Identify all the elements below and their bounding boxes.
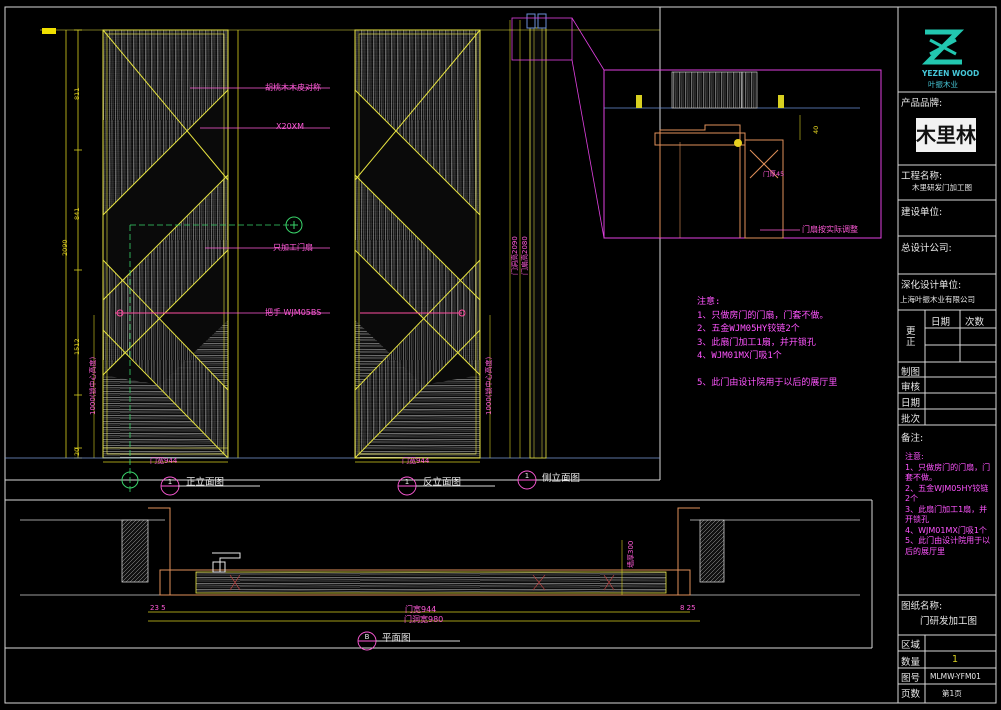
note-5: 5、此门由设计院用于以后的展厅里: [697, 377, 838, 388]
product-label: 产品品牌:: [901, 98, 943, 109]
drawing-no-label: 图号: [901, 673, 921, 684]
plan-view-num: B: [365, 633, 370, 641]
front-view-num: 1: [168, 478, 172, 486]
handle-label: 把手 WJM05BS: [265, 308, 322, 317]
project-value: 木里研发门加工图: [912, 183, 972, 192]
remarks-note-3: 3、此扇门加工1扇，并开锁孔: [905, 504, 988, 525]
revision-label: 更正: [906, 326, 916, 348]
note-4: 4、WJM01MX门吸1个: [697, 351, 782, 361]
notes-heading: 注意:: [697, 297, 721, 307]
remarks-note-5: 5、此门由设计院用于以后的展厅里: [905, 536, 991, 556]
qty-label: 数量: [901, 657, 921, 668]
drawing-name-label: 图纸名称:: [901, 601, 943, 612]
plan-thickness-label: 墙厚300: [627, 540, 635, 568]
qty-value: 1: [952, 654, 959, 665]
yezen-logo-icon: [921, 29, 965, 65]
review-label: 审核: [901, 382, 921, 393]
times-label: 次数: [965, 317, 985, 328]
note-1: 1、只做房门的门扇，门套不做。: [697, 310, 829, 321]
plan-door-width: 门宽944: [405, 605, 437, 614]
remarks-label: 备注:: [901, 433, 924, 444]
dim-plan-left: 23 5: [150, 604, 166, 612]
drawing-no-value: MLMW-YFM01: [930, 672, 981, 681]
dim-front-5: 20: [73, 447, 81, 456]
page-label: 页数: [901, 689, 921, 700]
dim-detail-1: 40: [812, 125, 820, 134]
lock-height-back: 1000(锁中心高度): [485, 356, 493, 415]
dim-front-1: 811: [73, 87, 81, 100]
detail-box: [603, 69, 882, 239]
veneer-label: 胡桃木木皮对称: [265, 83, 321, 92]
plan-view-title: 平面图: [382, 633, 411, 644]
remarks-note-4: 4、WJM01MX门吸1个: [905, 525, 987, 535]
dim-front-4: 1512: [73, 338, 81, 355]
logo-cn: 叶振木业: [928, 80, 958, 89]
brand-mark-icon: 木里林: [915, 118, 976, 152]
builder-label: 建设单位:: [901, 207, 943, 218]
logo-latin: YEZEN WOOD: [922, 69, 980, 78]
back-view-num: 1: [405, 478, 409, 486]
drawing-name-value: 门研发加工图: [920, 616, 978, 627]
detail-note: 门扇按实际调整: [802, 225, 858, 234]
date2-label: 日期: [901, 398, 921, 409]
note-3: 3、此扇门加工1扇，并开锁孔: [697, 337, 816, 348]
side-view-num: 1: [525, 472, 529, 480]
side-elevation: [40, 13, 660, 459]
designer-label: 总设计公司:: [901, 243, 952, 254]
project-label: 工程名称:: [901, 171, 943, 182]
side-a-label: 门扇高2080: [521, 236, 529, 275]
plan-hole-width: 门洞宽980: [404, 615, 444, 624]
side-view-title: 侧立面图: [542, 473, 581, 484]
back-elevation: [354, 29, 491, 463]
door-hole-label: 门洞高2090: [511, 236, 519, 275]
remarks-note-1: 1、只做房门的门扇，门套不做。: [905, 462, 991, 483]
note-2: 2、五金WJM05HY铰链2个: [697, 324, 800, 334]
page-value: 第1页: [942, 689, 962, 698]
plan-view: [20, 507, 860, 622]
date-label: 日期: [931, 317, 951, 328]
door-width-back: 门宽944: [402, 457, 430, 465]
dim-front-3: 2090: [61, 239, 69, 256]
remarks-note-2: 2、五金WJM05HY铰链2个: [905, 483, 989, 504]
front-elevation: [65, 29, 330, 495]
area-label: 区域: [901, 640, 921, 651]
notes-block: 注意: 1、只做房门的门扇，门套不做。 2、五金WJM05HY铰链2个 3、此扇…: [697, 296, 862, 390]
process-label: 只加工门扇: [273, 243, 313, 252]
view-markers: [160, 470, 610, 651]
deepen-label: 深化设计单位:: [901, 280, 962, 291]
lock-height-front: 1000(锁中心高度): [89, 356, 97, 415]
layer-marker-icon: [42, 28, 56, 34]
deepen-value: 上海叶振木业有限公司: [900, 295, 975, 304]
remarks-notes: 注意: 1、只做房门的门扇，门套不做。 2、五金WJM05HY铰链2个 3、此扇…: [905, 452, 991, 557]
approve-label: 批次: [901, 414, 921, 425]
dim-plan-right: 8 25: [680, 604, 696, 612]
brand-mark-glyph: 木里林: [915, 123, 976, 147]
remarks-note-0: 注意:: [905, 452, 924, 461]
size-label: X20XM: [276, 122, 305, 131]
back-view-title: 反立面图: [423, 477, 462, 488]
dim-front-2: 841: [73, 207, 81, 220]
side-b-label: 门厚45: [763, 170, 785, 178]
drawn-label: 制图: [901, 367, 921, 378]
door-width-front: 门宽944: [150, 457, 178, 465]
front-view-title: 正立面图: [186, 477, 225, 488]
title-block-frame: [897, 6, 997, 704]
